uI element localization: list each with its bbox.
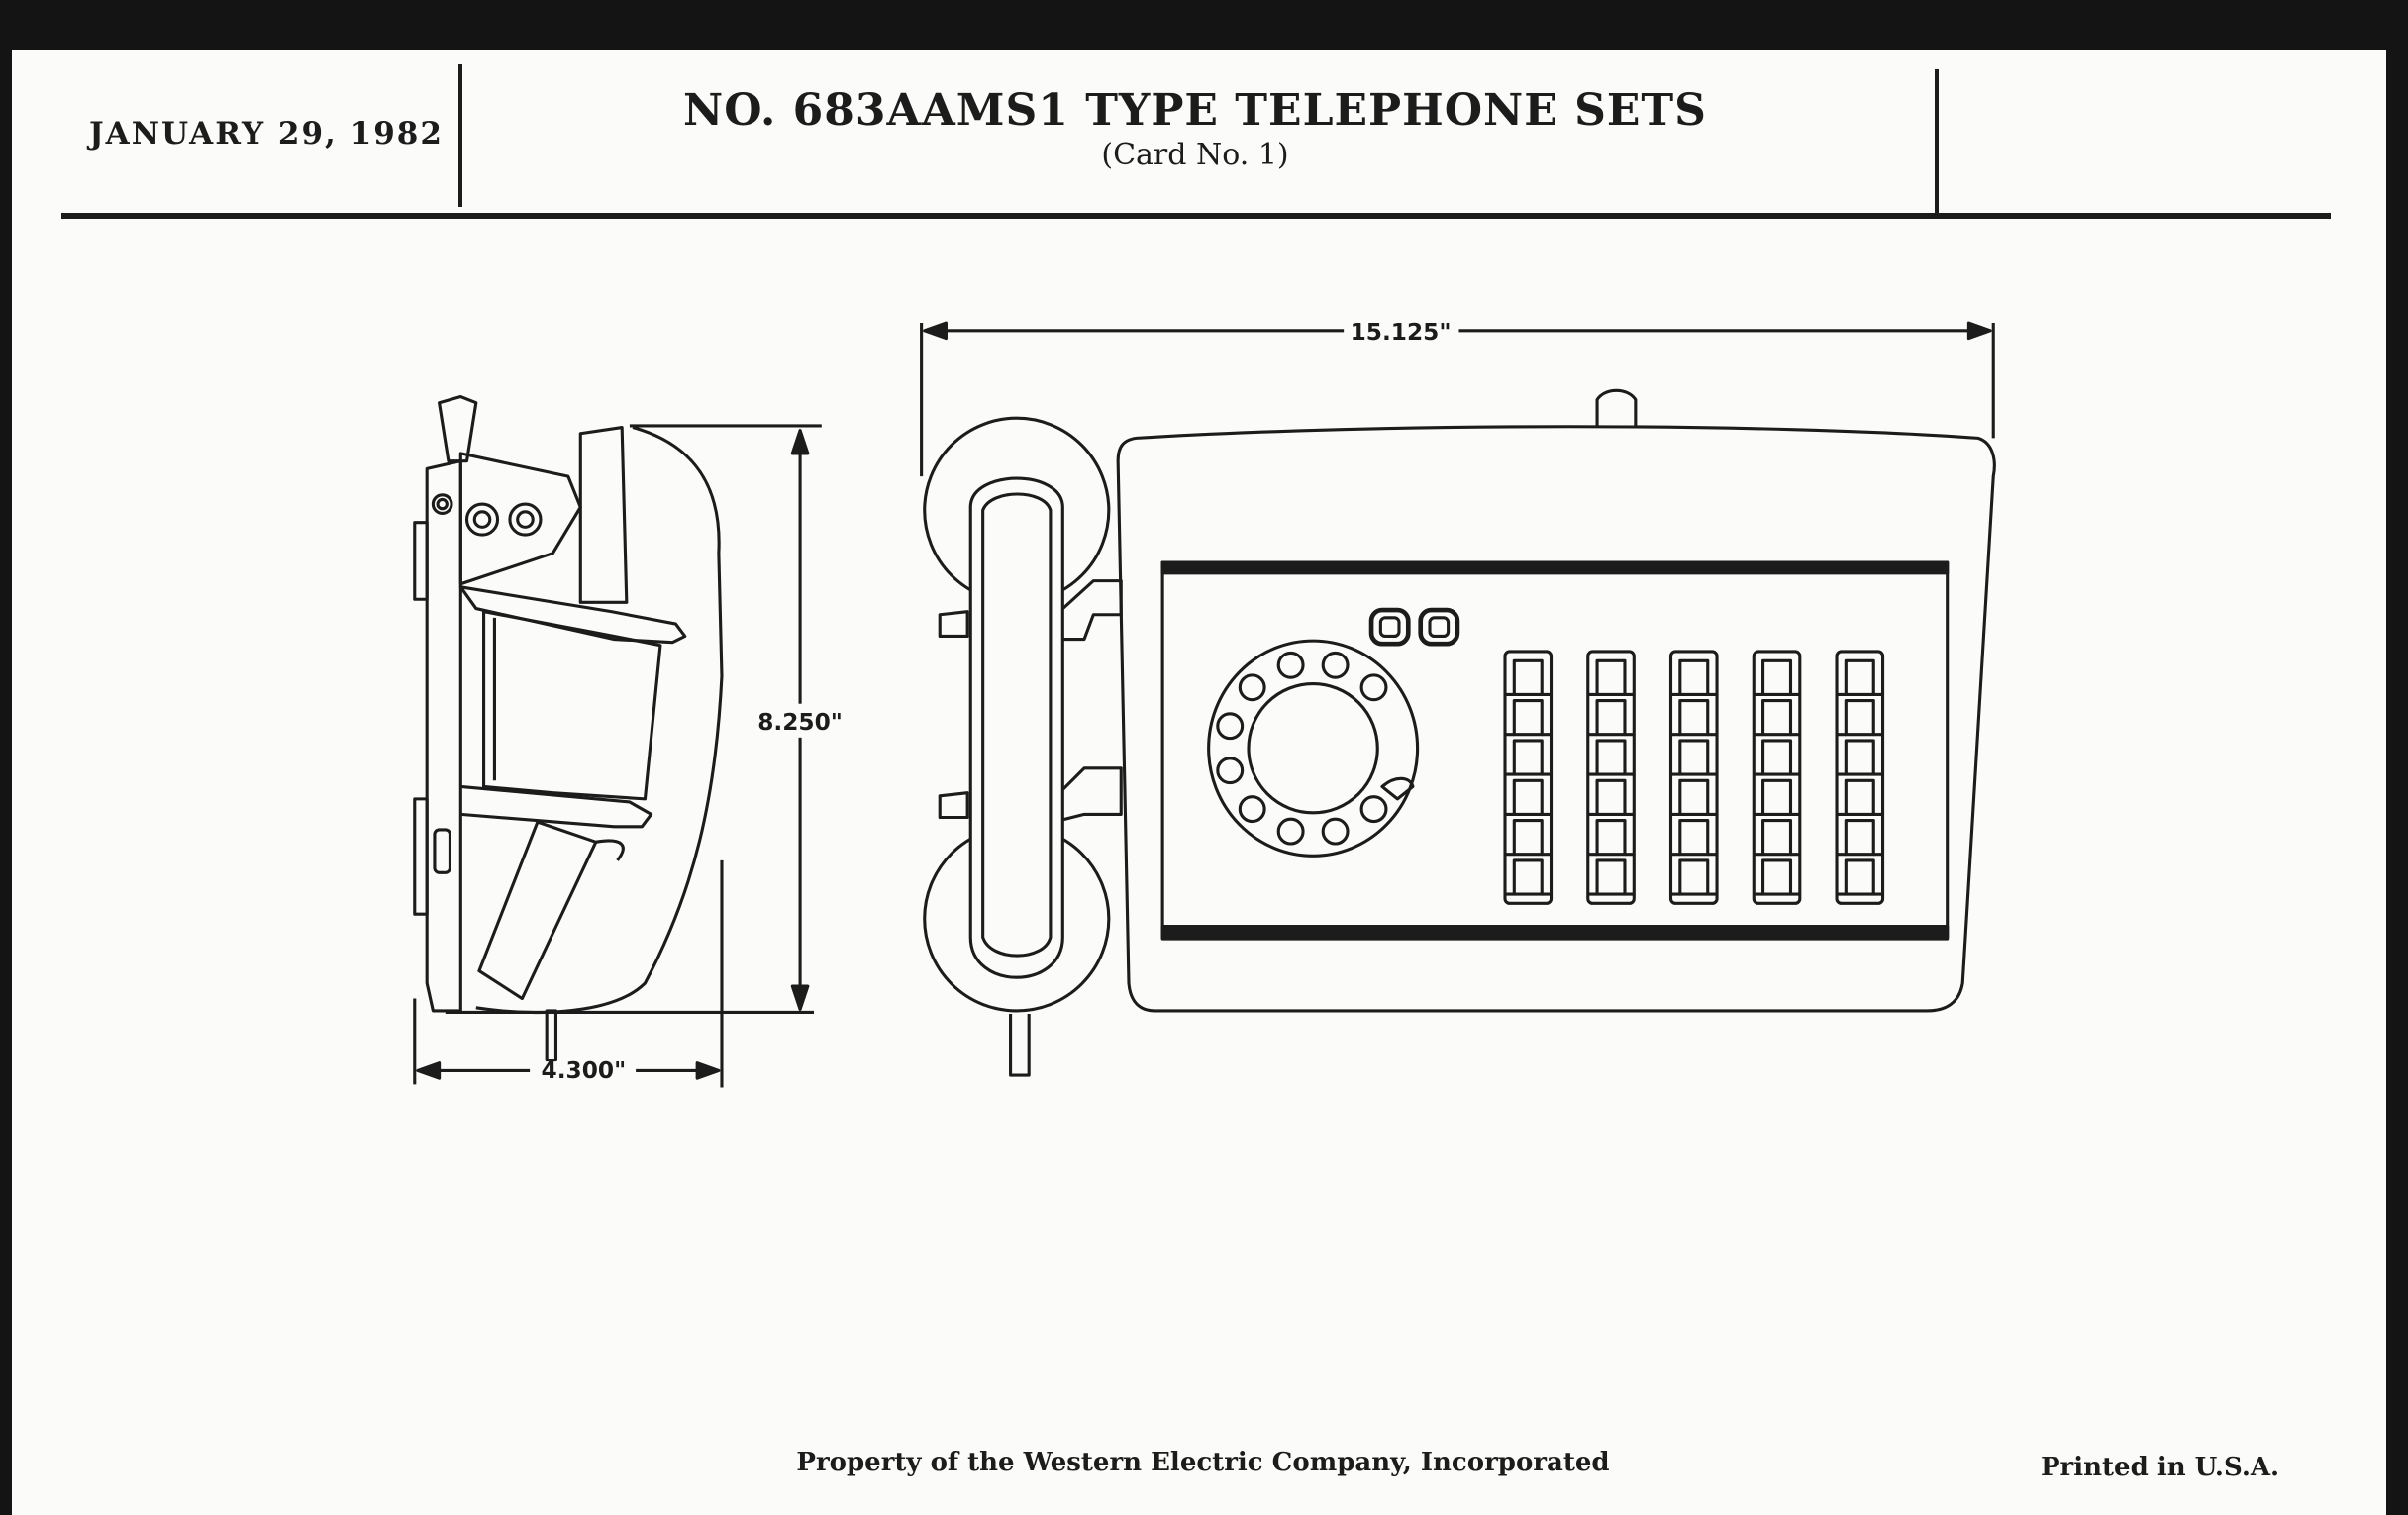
height-dimension-label: 8.250" [757,709,843,736]
property-notice: Property of the Western Electric Company… [796,1448,1610,1477]
cradle-hooks [938,579,1123,823]
side-handset [475,426,724,1014]
finger-stop [1380,776,1415,801]
key-button [1595,658,1627,696]
dial-ring [1207,639,1420,858]
key-button [1678,658,1710,696]
key-column [1835,650,1885,905]
side-cord-top [438,394,478,463]
dial-finger-hole [1238,795,1266,824]
rotary-dial [1207,639,1420,858]
key-button [1678,819,1710,857]
header-rule [61,213,2331,219]
key-column [1586,650,1636,905]
key-button [1595,858,1627,896]
key-column [1503,650,1554,905]
base-body [1116,425,1996,1013]
document-card [12,50,2386,1515]
key-button [1595,819,1627,857]
side-cord-bottom [545,1009,558,1062]
side-handset-front [578,425,629,604]
key-button [1512,739,1544,776]
header-divider-right [1935,69,1939,213]
key-button [1678,858,1710,896]
side-frame-lower [460,784,653,829]
width-dimension-label: 15.125" [1351,319,1452,346]
side-window [482,610,662,801]
key-button [1595,739,1627,776]
key-button [1761,739,1793,776]
key-button [1844,819,1875,857]
key-button [1678,699,1710,737]
width-dimension [920,321,1995,477]
key-column [1752,650,1802,905]
key-button [1761,658,1793,696]
header-divider-left [458,64,462,207]
indicator-lamp [1368,607,1411,647]
panel [1160,560,1950,941]
handset [924,472,972,572]
dial-finger-hole [1216,712,1245,741]
printed-notice: Printed in U.S.A. [2041,1453,2280,1482]
indicator-lamp-window [1378,616,1401,639]
side-hinge-left2 [413,797,429,916]
indicator-lamps [1368,607,1460,647]
cord-bottom [1009,1014,1031,1077]
side-base-plate [425,459,462,1013]
dial-center [1247,681,1379,815]
key-button [1844,699,1875,737]
side-view [413,394,724,1062]
handset-handle [968,476,1064,979]
dial-finger-hole [1359,795,1388,824]
key-button [1512,778,1544,816]
key-button [1844,739,1875,776]
card-subtitle: (Card No. 1) [1101,138,1289,172]
dial-finger-hole [1276,651,1305,679]
indicator-lamp-window [1428,616,1451,639]
dial-finger-hole [1321,651,1350,679]
side-mouthpiece [477,820,598,1001]
key-column [1668,650,1719,905]
indicator-lamp [1418,607,1460,647]
cord-top [1595,388,1638,428]
key-button [1678,739,1710,776]
card-title: NO. 683AAMS1 TYPE TELEPHONE SETS [683,85,1707,136]
depth-dimension-label: 4.300" [542,1058,627,1084]
card-date: JANUARY 29, 1982 [89,116,444,152]
dial-finger-hole [1216,757,1245,785]
key-button [1761,778,1793,816]
key-button [1595,778,1627,816]
key-button [1512,819,1544,857]
key-button [1512,858,1544,896]
key-button [1761,699,1793,737]
side-upper-mount [458,452,582,586]
dial-finger-hole [1238,673,1266,702]
front-view [923,388,1996,1077]
key-button [1512,699,1544,737]
key-button [1761,858,1793,896]
key-columns [1503,650,1885,905]
key-button [1761,819,1793,857]
key-button [1595,699,1627,737]
dial-finger-hole [1321,817,1350,846]
dial-finger-hole [1276,817,1305,846]
key-button [1844,658,1875,696]
dial-finger-hole [1359,673,1388,702]
depth-dimension [413,859,724,1088]
key-button [1678,778,1710,816]
key-button [1844,858,1875,896]
side-hinge-left [413,521,429,601]
key-button [1512,658,1544,696]
key-button [1844,778,1875,816]
